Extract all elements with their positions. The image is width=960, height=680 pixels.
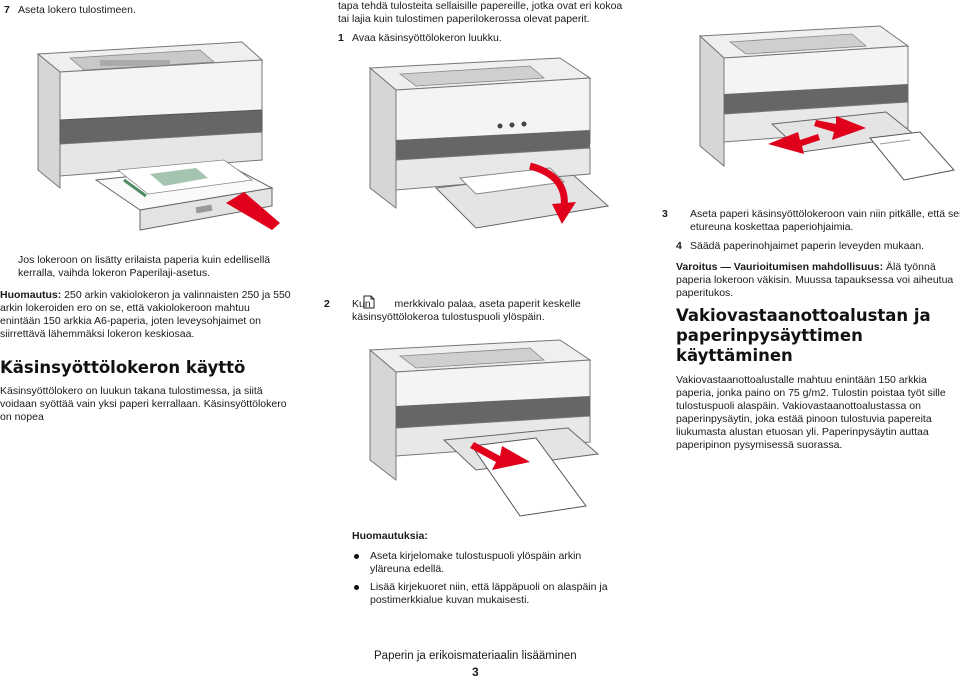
step-number: 4 [676, 240, 682, 252]
step-number: 1 [338, 32, 344, 44]
step-text-before: Kun [352, 298, 371, 310]
section-heading-output-bin: Vakiovastaanottoalustan ja paperinpysäyt… [676, 306, 931, 365]
step-7: 7 Aseta lokero tulostimeen. [4, 4, 294, 17]
page-number: 3 [472, 665, 479, 679]
warning-text: Älä työnnä paperia lokeroon väkisin. Muu… [676, 261, 954, 299]
step-number: 2 [324, 298, 330, 310]
printer-load-paper-illustration [368, 339, 600, 517]
envelope [869, 131, 955, 181]
warning-block: Varoitus — Vaurioitumisen mahdollisuus: … [676, 261, 958, 300]
step-3: 3 Aseta paperi käsinsyöttölokeroon vain n… [662, 208, 960, 234]
section-heading-manual-feeder: Käsinsyöttölokeron käyttö [0, 358, 246, 377]
output-bin-body: Vakiovastaanottoalustalle mahtuu enintää… [676, 374, 946, 451]
step-text: Aseta paperi käsinsyöttölokeroon vain ni… [690, 208, 960, 233]
push-arrow [470, 442, 530, 470]
step-number: 3 [662, 208, 668, 220]
notes-title: Huomautuksia: [352, 530, 428, 542]
step-text-after: merkkivalo palaa, aseta paperit keskelle… [352, 298, 581, 323]
list-item: Lisää kirjekuoret niin, että läppäpuoli … [352, 581, 624, 607]
step-number: 8 [4, 254, 18, 267]
step-2: 2 Kun merkkivalo palaa, aseta paperit kes… [324, 293, 642, 324]
list-item: Aseta kirjelomake tulostuspuoli ylöspäin… [352, 550, 624, 576]
manual-feeder-body: Käsinsyöttölokero on luukun takana tulos… [0, 385, 287, 423]
printer-tray-insert-illustration [36, 41, 280, 231]
guide-arrow-left [768, 132, 820, 154]
notes-list: Aseta kirjelomake tulostuspuoli ylöspäin… [352, 550, 624, 612]
footer-title: Paperin ja erikoismateriaalin lisääminen [374, 650, 577, 662]
step-text: Aseta lokero tulostimeen. [18, 4, 136, 16]
note-block: Huomautus: 250 arkin vakiolokeron ja val… [0, 289, 292, 341]
insert-arrow [226, 192, 280, 230]
warning-label: Varoitus — Vaurioitumisen mahdollisuus: [676, 261, 884, 273]
step-1: 1 Avaa käsinsyöttölokeron luukku. [338, 32, 628, 45]
step-8: 8Jos lokeroon on lisätty erilaista paper… [4, 254, 308, 280]
step-number: 7 [4, 4, 10, 16]
note-text: 250 arkin vakiolokeron ja valinnaisten 2… [0, 289, 291, 340]
page-light-icon [363, 295, 390, 309]
open-arrow [529, 162, 568, 209]
step-text: Jos lokeroon on lisätty erilaista paperi… [18, 254, 271, 279]
note-label: Huomautus: [0, 289, 62, 301]
step-text: Avaa käsinsyöttölokeron luukku. [352, 32, 502, 44]
printer-envelope-illustration [698, 25, 955, 181]
guide-arrow-right [814, 116, 866, 140]
middle-intro: tapa tehdä tulosteita sellaisille papere… [338, 0, 623, 25]
printer-open-door-illustration [368, 57, 610, 229]
step-text: Säädä paperinohjaimet paperin leveyden m… [690, 240, 925, 252]
step-4: 4 Säädä paperinohjaimet paperin leveyden … [676, 240, 956, 253]
